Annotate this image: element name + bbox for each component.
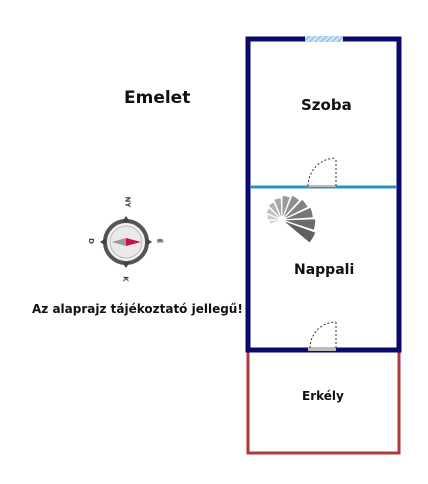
room-label-erkely: Erkély (302, 389, 344, 403)
compass-north-label: NY (123, 196, 132, 208)
stair-step (265, 207, 283, 221)
stair-step (281, 198, 309, 221)
compass-south-label: K (121, 276, 130, 282)
door-szoba (307, 157, 337, 187)
balcony-wall (246, 350, 401, 455)
stair-step (267, 201, 283, 221)
compass-west-label: D (86, 238, 95, 244)
spiral-staircase (265, 194, 317, 244)
compass-needle (126, 238, 141, 246)
stair-step (281, 218, 317, 232)
compass-west-pointer (100, 238, 106, 246)
compass-east-label: É (155, 238, 164, 244)
door-erkely (308, 321, 337, 351)
compass-north-pointer (122, 216, 130, 222)
stair-step (281, 219, 317, 244)
stair-step (281, 194, 301, 221)
room-label-nappali: Nappali (294, 262, 355, 278)
compass-needle-grey (112, 238, 126, 246)
floor-title: Emelet (124, 88, 191, 108)
stair-step (273, 197, 283, 221)
compass-east-pointer (146, 238, 152, 246)
compass (100, 216, 152, 268)
outer-wall (245, 36, 402, 353)
compass-south-pointer (122, 262, 130, 268)
stair-core (278, 216, 286, 224)
disclaimer: Az alaprajz tájékoztató jellegű! (32, 302, 243, 316)
stair-step (281, 206, 314, 221)
room-label-szoba: Szoba (301, 96, 352, 114)
window (305, 36, 343, 42)
